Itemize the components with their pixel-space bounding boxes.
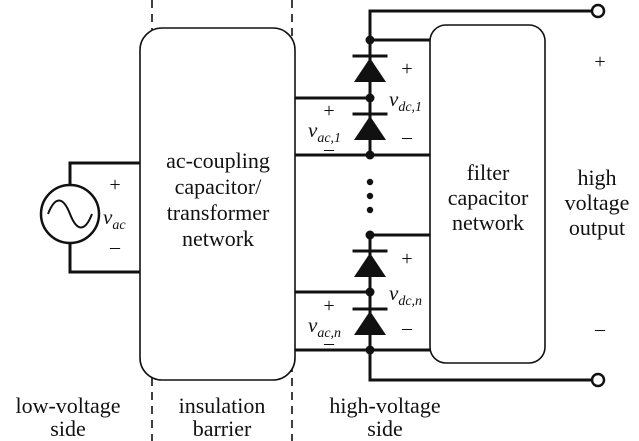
vdc1-label: vdc,1 <box>389 87 422 115</box>
coupling-label-line2: capacitor/ <box>175 174 263 199</box>
vacn-plus: + <box>323 295 334 317</box>
junction-dots <box>365 35 375 355</box>
filter-label-line1: filter <box>467 160 510 185</box>
filter-label-line2: capacitor <box>448 185 529 210</box>
output-label-line2: voltage <box>565 190 630 215</box>
vacn-label: vac,n <box>308 313 341 341</box>
vac1-label: vac,1 <box>308 118 341 146</box>
coupling-label-line1: ac-coupling <box>166 148 270 173</box>
vdc1-minus: – <box>401 126 413 148</box>
filter-network-box <box>429 24 546 364</box>
coupling-label-line4: network <box>182 226 254 251</box>
high-voltage-side-label-1: high-voltage <box>329 393 440 418</box>
output-plus: + <box>594 51 605 73</box>
ellipsis-dots <box>366 178 374 214</box>
source-plus: + <box>109 174 120 196</box>
sine-wave-icon <box>47 199 93 229</box>
coupling-network-box <box>139 27 296 381</box>
vdcn-plus: + <box>401 248 412 270</box>
output-terminal-bottom <box>590 372 606 388</box>
diode-icon <box>352 307 388 335</box>
low-voltage-side-label-2: side <box>50 416 85 441</box>
vdc1-plus: + <box>401 58 412 80</box>
diode-icon <box>352 54 388 82</box>
output-wire-top <box>368 9 594 42</box>
output-wire-bottom <box>368 348 594 382</box>
vdcn-minus: – <box>401 317 413 339</box>
high-voltage-side-label-2: side <box>367 416 402 441</box>
vac1-minus: – <box>323 138 335 160</box>
output-terminal-top <box>590 3 606 19</box>
diode-icon <box>352 249 388 277</box>
diode-icon <box>352 112 388 140</box>
source-wire-bottom <box>68 241 142 274</box>
source-minus: – <box>109 236 121 258</box>
output-minus: – <box>594 318 606 340</box>
source-voltage-label: vac <box>103 205 126 233</box>
vac1-plus: + <box>323 100 334 122</box>
coupling-label-line3: transformer <box>167 200 270 225</box>
filter-label-line3: network <box>452 210 524 235</box>
vacn-minus: – <box>323 332 335 354</box>
vdcn-label: vdc,n <box>389 281 422 309</box>
output-label-line1: high <box>577 165 616 190</box>
low-voltage-side-label-1: low-voltage <box>15 393 120 418</box>
insulation-barrier-label-2: barrier <box>193 416 252 441</box>
insulation-barrier-label-1: insulation <box>179 393 266 418</box>
source-wire-top <box>68 161 142 187</box>
output-label-line3: output <box>569 215 625 240</box>
